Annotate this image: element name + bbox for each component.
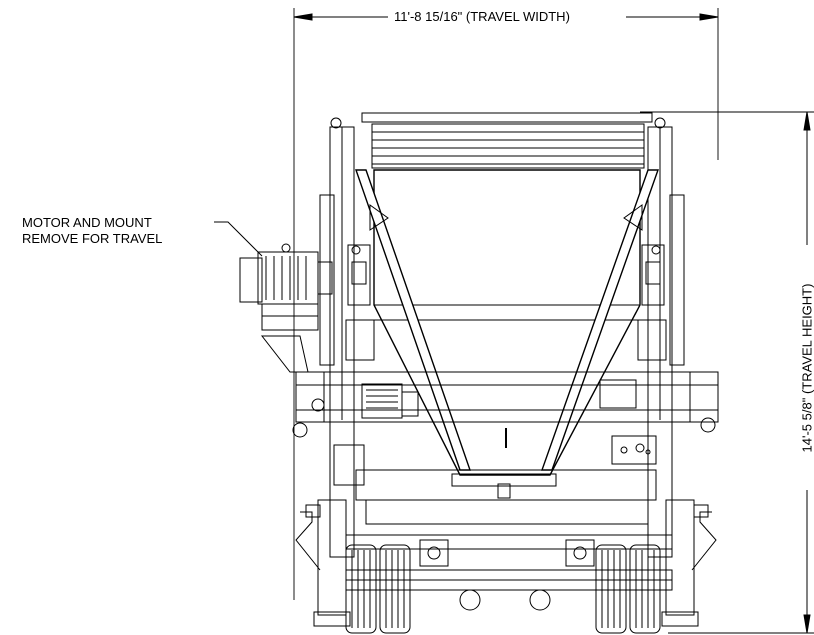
- side-mechanism-right: [637, 244, 667, 361]
- arrowhead-bottom-icon: [803, 614, 811, 634]
- motor-and-mount: [239, 243, 333, 373]
- side-mechanism-left: [345, 244, 375, 361]
- cross-conveyor: [292, 371, 719, 438]
- arrowhead-top-icon: [803, 111, 811, 131]
- callout-line-1: MOTOR AND MOUNT: [22, 215, 152, 230]
- arrowhead-left-icon: [293, 13, 313, 21]
- gear-motor: [361, 383, 419, 419]
- support-jacks: [295, 499, 717, 627]
- suspension-hubs: [419, 539, 595, 611]
- right-wheels: [595, 544, 661, 634]
- left-wheels: [345, 544, 411, 634]
- hopper-top-frame: [361, 112, 653, 169]
- travel-width-dimension: [293, 8, 719, 600]
- travel-height-label: 14'-5 5/8" (TRAVEL HEIGHT): [799, 280, 814, 456]
- arrowhead-right-icon: [699, 13, 719, 21]
- travel-height-dimension: [640, 111, 814, 634]
- hopper-funnel: [373, 169, 641, 487]
- lower-chassis: [333, 444, 673, 591]
- callout-leader-line: [214, 221, 263, 257]
- diagonal-braces: [355, 169, 659, 471]
- bracket-plate: [611, 435, 657, 465]
- travel-width-label: 11'-8 15/16" (TRAVEL WIDTH): [392, 9, 572, 24]
- callout-line-2: REMOVE FOR TRAVEL: [22, 231, 163, 246]
